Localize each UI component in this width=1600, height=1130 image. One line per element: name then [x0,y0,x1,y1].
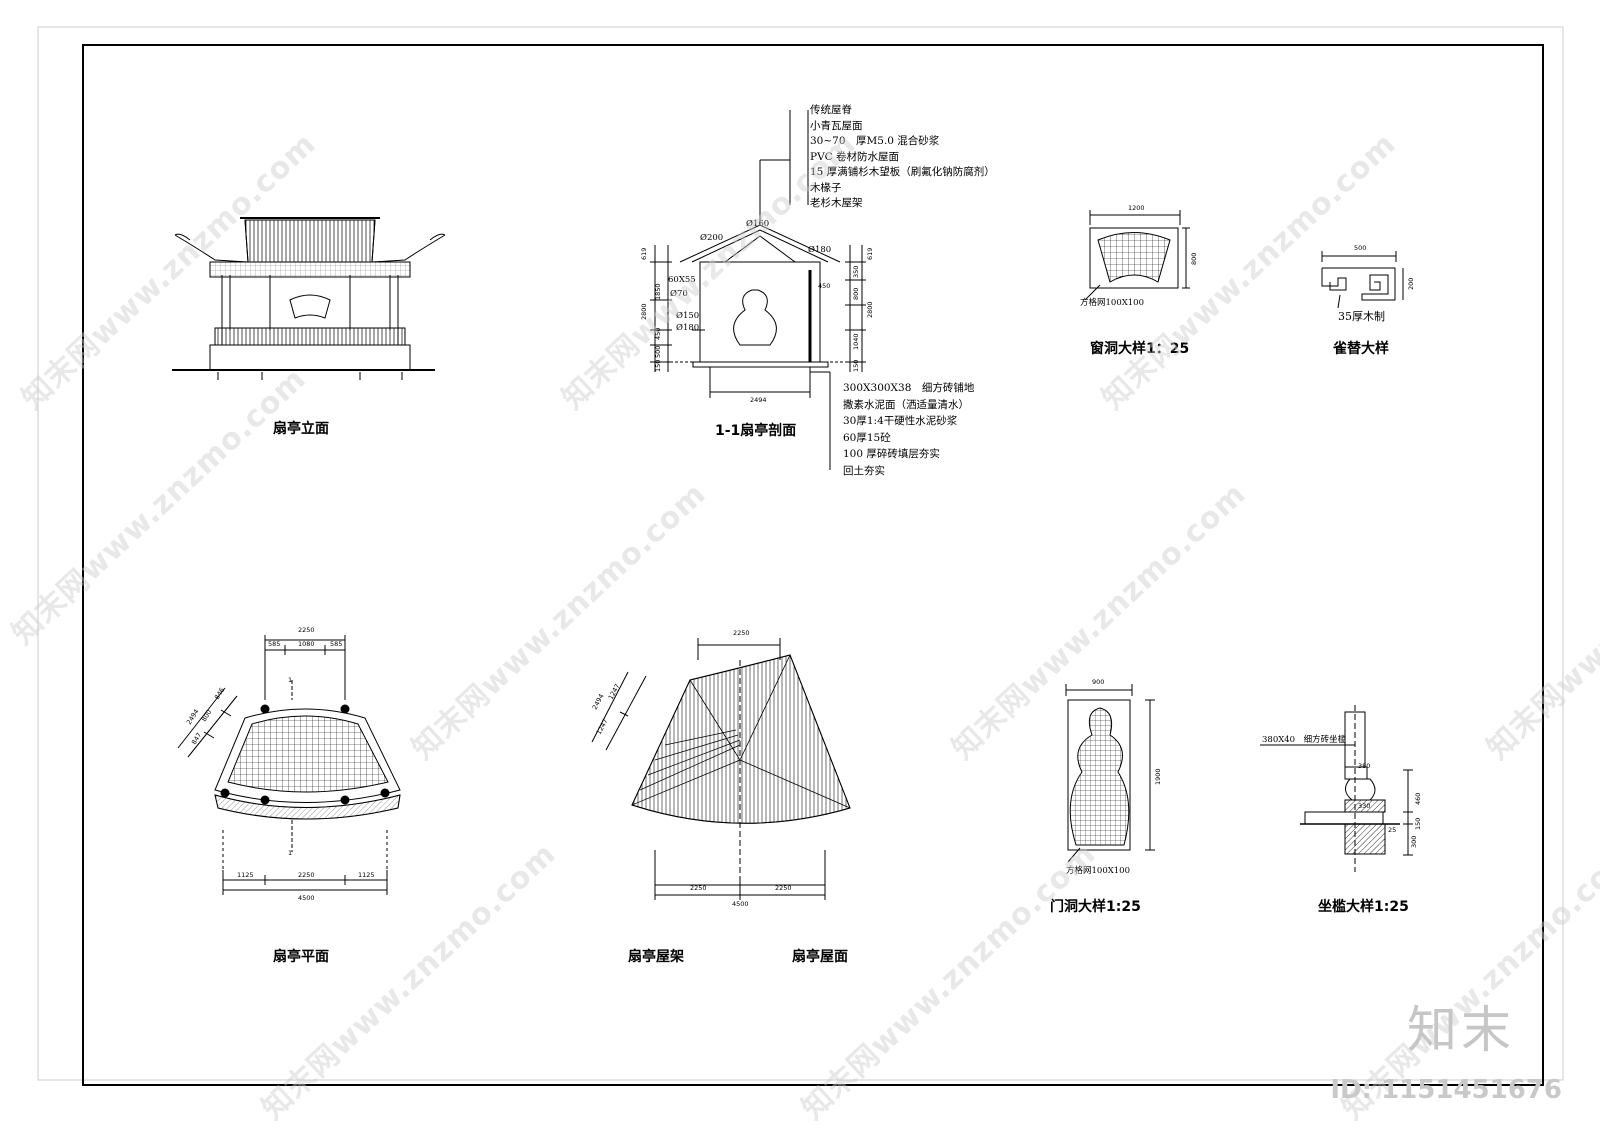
dim-right-800: 800 [852,288,860,300]
plan-drawing [177,635,401,895]
label-d160: Ø160 [746,218,769,229]
drawing-frame [82,44,1544,1086]
roof-layer-4: PVC 卷材防水屋面 [810,150,900,163]
roof-bottom-total: 4500 [732,900,749,908]
roof-top-dim: 2250 [733,629,750,637]
door-grid-note: 方格网100X100 [1066,865,1130,876]
plan-top-part-3: 585 [330,640,342,648]
floor-layer-notes: 300X300X38 细方砖铺地 撒素水泥面（洒适量清水） 30厚1:4干硬性水… [843,380,974,479]
id-tag: ID: 1151451676 [1330,1075,1562,1105]
plan-bottom-part-3: 1125 [358,871,375,879]
plan-side-part-2: 800 [200,708,213,723]
roof-layer-6: 木椽子 [810,181,842,194]
roof-drawing [591,638,851,900]
floor-layer-1: 300X300X38 细方砖铺地 [843,382,975,394]
plan-side-part-3: 847 [190,731,203,746]
dim-right-150: 150 [852,360,860,372]
roof-layer-3: 30~70 厚M5.0 混合砂浆 [810,135,940,147]
bracket-height: 200 [1407,278,1415,290]
roof-side-part-2: 1247 [595,718,610,736]
seat-dim-25: 25 [1388,826,1396,834]
roof-layer-2: 小青瓦屋面 [810,119,863,132]
dim-left-2800: 2800 [640,303,648,320]
seat-detail [1260,705,1413,872]
plan-bottom-part-2: 2250 [298,871,315,879]
title-seat-detail: 坐槛大样1:25 [1318,899,1409,915]
roof-layer-1: 传统屋脊 [810,104,852,116]
door-height: 1900 [1154,768,1162,785]
label-d180-top: Ø180 [808,244,831,255]
dim-left-1850: 1850 [654,283,662,300]
floor-layer-4: 60厚15砼 [843,431,891,444]
roof-layer-7: 老杉木屋架 [810,197,863,209]
plan-bottom-part-1: 1125 [237,871,254,879]
label-d150: Ø150 [676,310,699,321]
dim-left-500: 500 [654,346,662,358]
plan-top-part-2: 1080 [298,640,315,648]
seat-dim-380: 380 [1358,762,1370,770]
dim-left-150: 150 [654,360,662,372]
roof-side-total: 2494 [591,693,606,711]
window-width: 1200 [1128,204,1145,212]
floor-layer-3: 30厚1:4干硬性水泥砂浆 [843,415,958,427]
section-labels: Ø200 Ø160 Ø180 60X55 Ø70 Ø150 Ø180 2494 … [640,218,874,404]
plan-cut-mark-top: 1 [288,676,292,684]
plan-bottom-total: 4500 [298,894,315,902]
floor-layer-2: 撒素水泥面（洒适量清水） [843,398,969,411]
label-d70: Ø70 [670,288,688,299]
brand-logo: 知末 [1407,1001,1515,1059]
label-d200: Ø200 [700,232,723,243]
seat-dim-150: 150 [1414,818,1422,830]
door-width: 900 [1092,678,1104,686]
plan-top-part-1: 585 [268,640,280,648]
roof-layer-notes: 传统屋脊 小青瓦屋面 30~70 厚M5.0 混合砂浆 PVC 卷材防水屋面 1… [810,103,995,212]
dim-right-450: 450 [818,282,830,290]
title-door-detail: 门洞大样1:25 [1050,899,1141,915]
dim-left-450: 450 [654,328,662,340]
roof-bottom-part-2: 2250 [775,884,792,892]
window-detail [1084,210,1190,301]
window-height: 800 [1190,253,1198,265]
plan-side-total: 2494 [185,708,201,726]
seat-dim-460: 460 [1414,793,1422,805]
label-60x55: 60X55 [668,275,696,285]
dim-right-619: 619 [866,248,874,260]
title-roof-frame: 扇亭屋架 [628,949,684,965]
dim-left-619: 619 [640,248,648,260]
section-drawing [650,110,866,470]
elevation-drawing [172,217,446,380]
window-grid-note: 方格网100X100 [1080,297,1144,308]
title-elevation: 扇亭立面 [273,421,329,437]
title-plan: 扇亭平面 [273,949,329,965]
door-detail [1065,684,1155,863]
label-d180-low: Ø180 [676,322,699,333]
seat-note: 380X40 细方砖坐槛 [1262,734,1347,745]
roof-side-part-1: 1247 [607,683,622,701]
title-bracket-detail: 雀替大样 [1333,341,1389,357]
roof-layer-5: 15 厚满铺杉木望板（刷氟化钠防腐剂） [810,166,995,178]
plan-cut-mark-bottom: 1 [288,849,292,857]
title-window-detail: 窗洞大样1：25 [1090,341,1190,357]
title-section: 1-1扇亭剖面 [715,423,797,439]
dim-right-2800: 2800 [866,301,874,318]
floor-layer-5: 100 厚碎砖填层夯实 [843,448,940,460]
plan-top-total: 2250 [298,626,315,634]
seat-dim-330: 330 [1358,802,1370,810]
title-roof-plan: 扇亭屋面 [792,949,848,965]
outer-border [37,26,1564,1081]
floor-layer-6: 回土夯实 [843,464,885,477]
bracket-detail [1321,251,1404,309]
dim-right-1040: 1040 [852,333,860,350]
bracket-width: 500 [1354,244,1366,252]
bracket-note: 35厚木制 [1338,310,1385,323]
label-2494: 2494 [750,396,767,404]
dim-right-350: 350 [852,266,860,278]
roof-bottom-part-1: 2250 [690,884,707,892]
seat-dim-300: 300 [1410,836,1418,848]
